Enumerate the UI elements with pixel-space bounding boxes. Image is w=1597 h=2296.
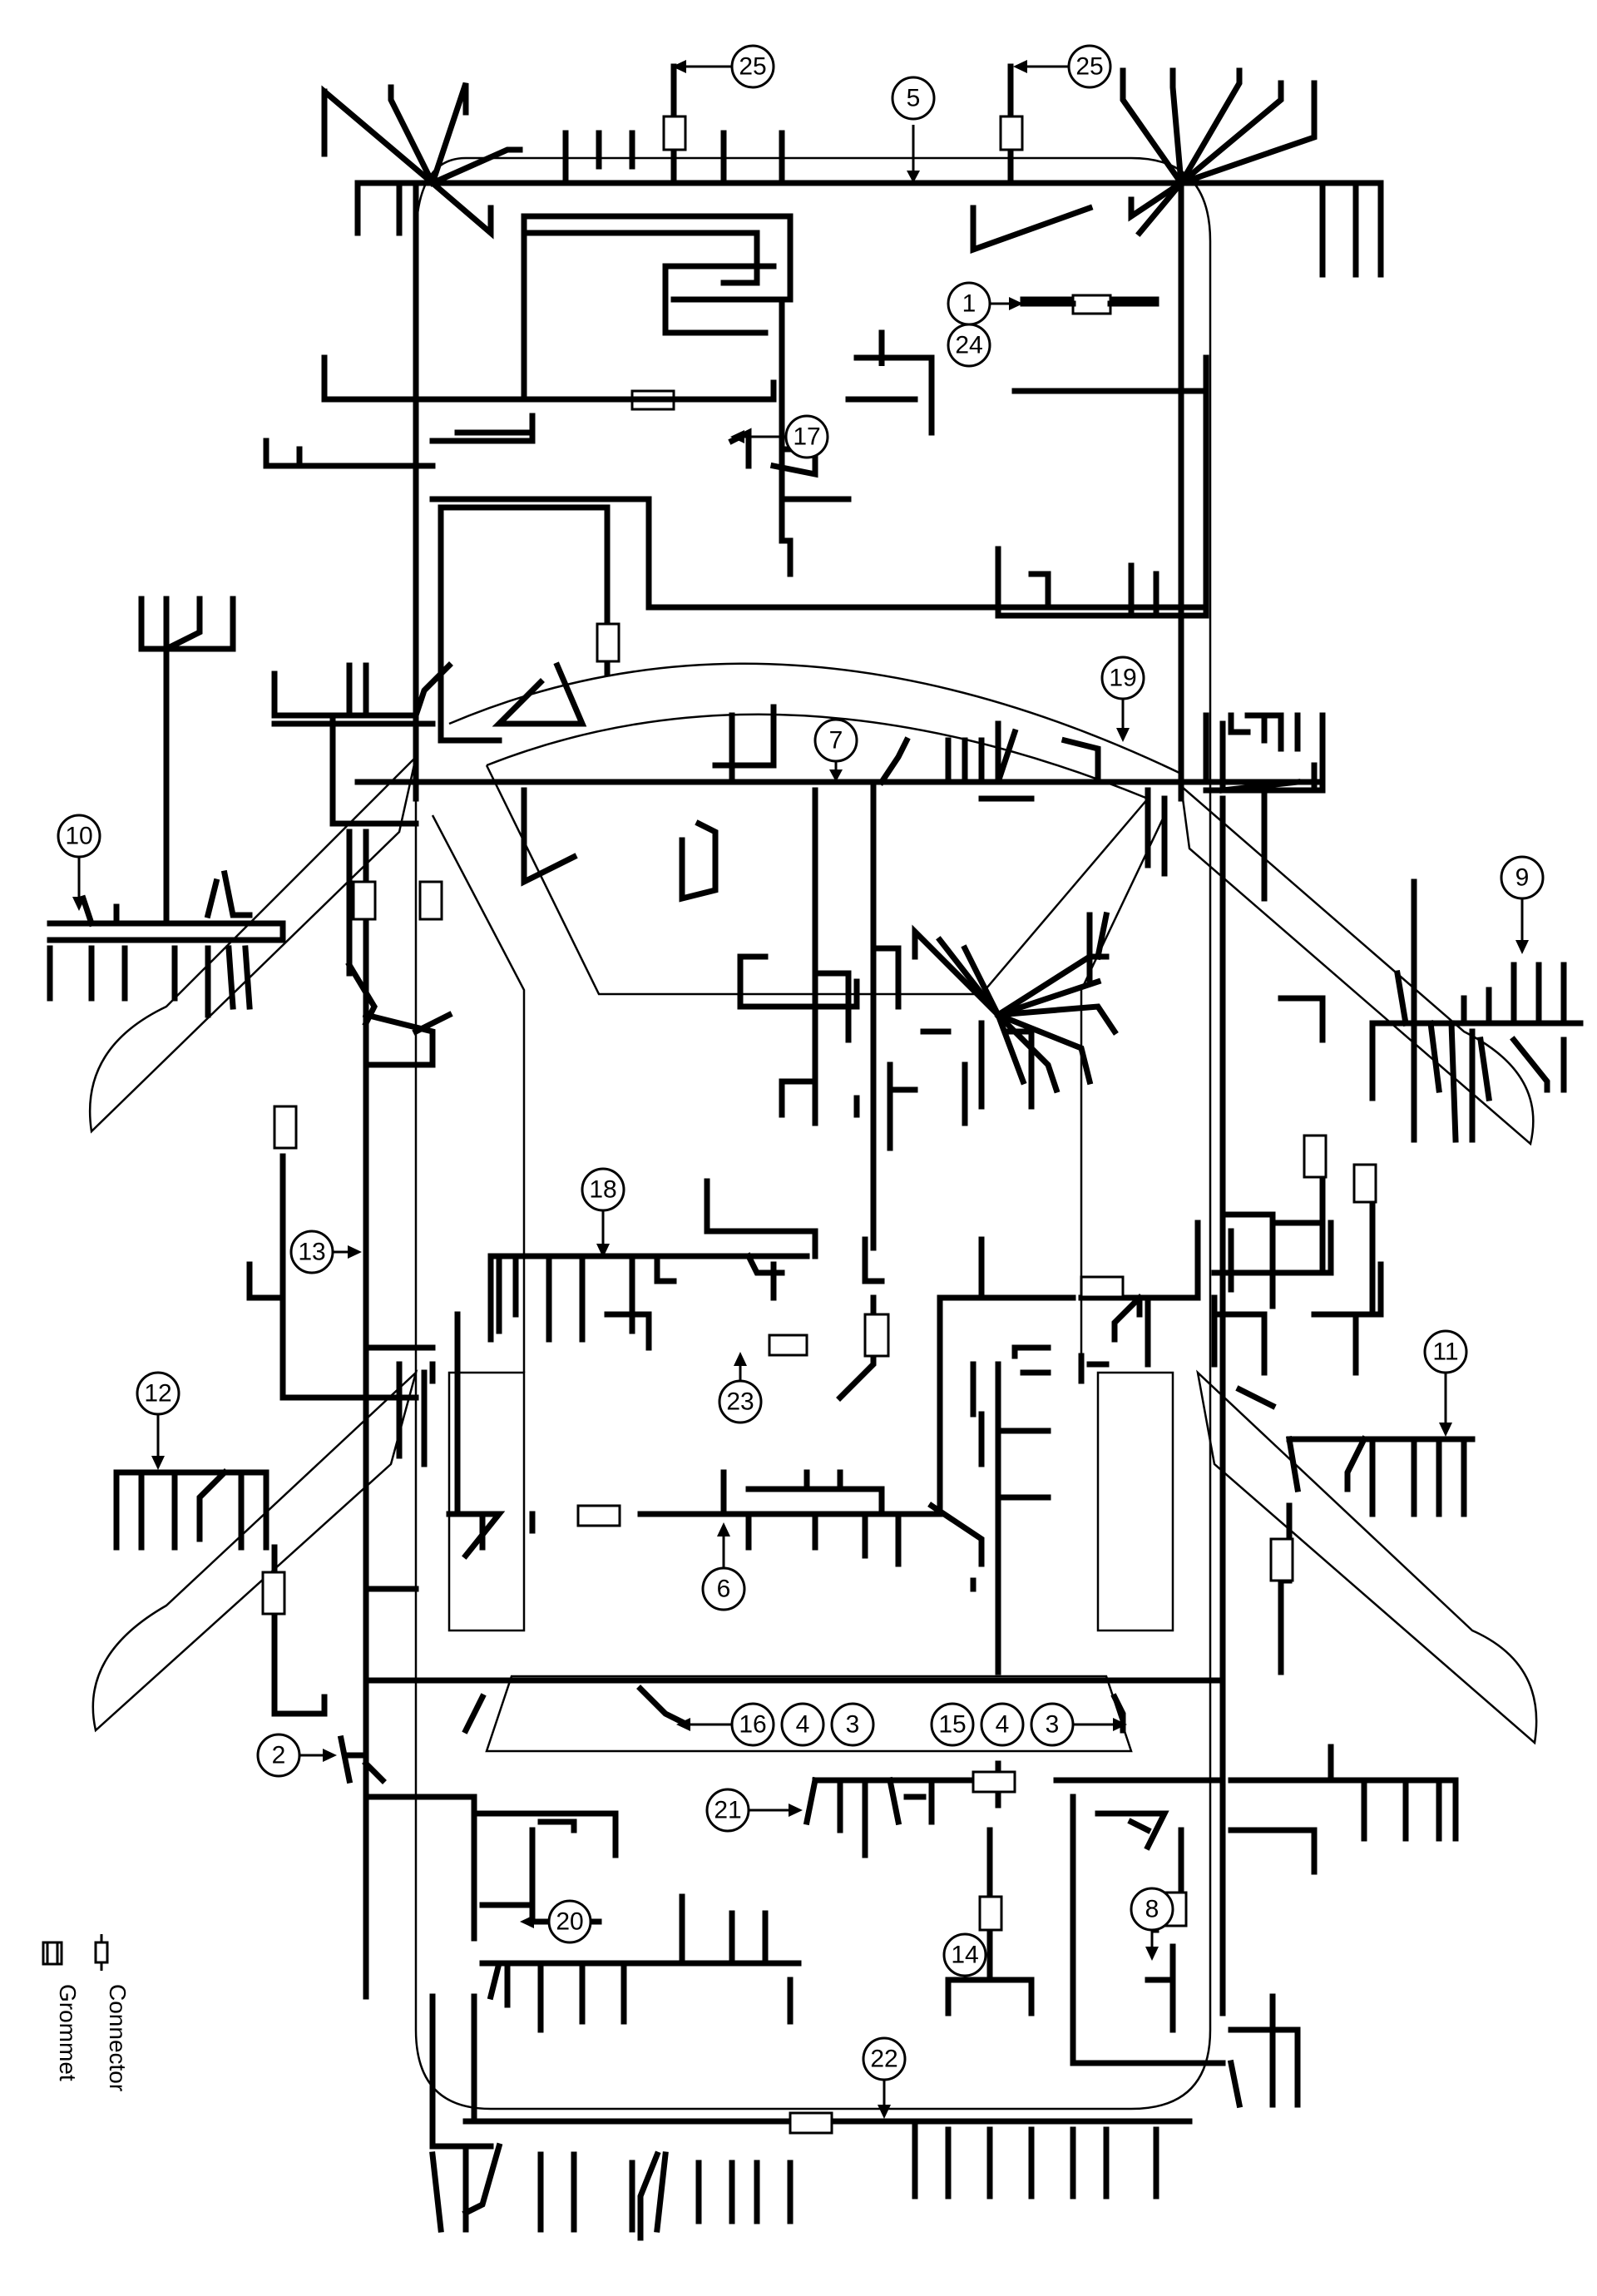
callout-19: 19 (1100, 656, 1145, 700)
callout-11: 11 (1423, 1329, 1468, 1374)
svg-text:8: 8 (1145, 1896, 1159, 1923)
connector-25-right (999, 115, 1024, 151)
harness-wires (47, 63, 1584, 2241)
connector-25-left (662, 115, 687, 151)
connector-left-rear (261, 1571, 286, 1616)
svg-text:3: 3 (846, 1711, 860, 1739)
callout-1: 1 (947, 281, 991, 326)
svg-text:19: 19 (1109, 665, 1136, 692)
svg-text:21: 21 (714, 1797, 741, 1824)
callout-17: 17 (784, 414, 829, 459)
callout-4-right: 4 (980, 1702, 1025, 1747)
grommet-symbol-icon (42, 1941, 63, 1966)
svg-text:5: 5 (907, 85, 921, 112)
callout-25-right: 25 (1067, 44, 1112, 89)
svg-text:12: 12 (144, 1380, 171, 1408)
callout-7: 7 (813, 718, 858, 763)
connector-left-b (418, 880, 443, 921)
connector-right-rear (1269, 1537, 1294, 1582)
svg-text:22: 22 (870, 2046, 897, 2073)
connector-symbol-icon (94, 1941, 109, 1964)
svg-text:10: 10 (65, 823, 92, 850)
callout-15: 15 (930, 1702, 975, 1747)
connector-center-a (1080, 1275, 1125, 1299)
callout-21: 21 (705, 1788, 750, 1833)
legend-grommet: Grommet (42, 1941, 81, 2081)
callout-3-left: 3 (830, 1702, 875, 1747)
legend: Connector Grommet (42, 1934, 131, 2091)
callout-6: 6 (701, 1566, 746, 1611)
callout-9: 9 (1500, 855, 1545, 900)
svg-text:16: 16 (739, 1711, 766, 1739)
callout-24: 24 (947, 323, 991, 368)
callout-14: 14 (942, 1932, 987, 1977)
callouts: 25 25 5 1 24 17 19 7 10 9 18 13 11 12 23… (57, 44, 1545, 2081)
svg-text:7: 7 (829, 727, 843, 755)
callout-16: 16 (730, 1702, 775, 1747)
connectors (261, 115, 1377, 2135)
svg-text:1: 1 (962, 290, 976, 318)
callout-18: 18 (581, 1167, 625, 1212)
leader-lines (72, 60, 1529, 2119)
connector-6 (576, 1504, 621, 1527)
callout-10: 10 (57, 814, 101, 859)
connector-center-b (863, 1313, 890, 1358)
callout-13: 13 (289, 1230, 334, 1274)
svg-text:15: 15 (938, 1711, 966, 1739)
svg-text:2: 2 (272, 1742, 286, 1769)
svg-text:4: 4 (796, 1711, 810, 1739)
legend-grommet-label: Grommet (55, 1984, 81, 2081)
svg-text:9: 9 (1515, 864, 1530, 892)
svg-text:25: 25 (739, 53, 766, 81)
callout-23: 23 (718, 1379, 763, 1424)
svg-text:4: 4 (996, 1711, 1010, 1739)
callout-12: 12 (136, 1371, 180, 1416)
callout-3-right: 3 (1030, 1702, 1075, 1747)
connector-left-a (352, 880, 377, 921)
connector-23 (768, 1334, 808, 1357)
connector-left-door (273, 1105, 298, 1150)
svg-text:18: 18 (589, 1176, 616, 1204)
legend-connector-label: Connector (105, 1984, 131, 2091)
callout-5: 5 (891, 76, 936, 121)
connector-22 (789, 2111, 833, 2135)
callout-4-left: 4 (780, 1702, 825, 1747)
callout-20: 20 (547, 1899, 592, 1944)
svg-text:3: 3 (1046, 1711, 1060, 1739)
connector-right-door-b (1352, 1163, 1377, 1204)
svg-text:14: 14 (951, 1942, 978, 1969)
svg-text:17: 17 (793, 423, 820, 451)
svg-text:23: 23 (726, 1388, 754, 1416)
svg-text:6: 6 (717, 1576, 731, 1603)
svg-text:13: 13 (298, 1239, 325, 1266)
connector-14 (978, 1895, 1003, 1932)
svg-text:24: 24 (955, 332, 982, 359)
callout-22: 22 (862, 2036, 907, 2081)
callout-8: 8 (1130, 1887, 1174, 1932)
legend-connector: Connector (94, 1934, 131, 2091)
callout-25-left: 25 (730, 44, 775, 89)
connector-right-door-a (1303, 1134, 1328, 1179)
svg-text:20: 20 (556, 1908, 583, 1936)
connector-1 (1071, 294, 1112, 315)
connector-21 (972, 1770, 1016, 1794)
svg-text:25: 25 (1075, 53, 1103, 81)
connector-a-pillar (596, 622, 621, 663)
callout-2: 2 (256, 1733, 301, 1778)
svg-text:11: 11 (1432, 1339, 1458, 1366)
